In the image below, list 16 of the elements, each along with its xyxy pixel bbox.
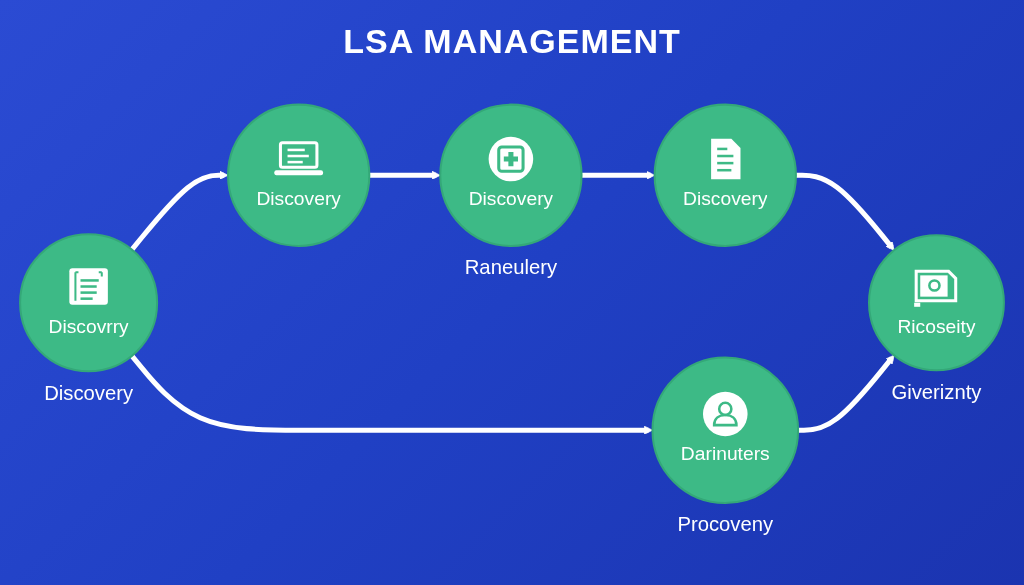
node-circle: Discovrry <box>19 233 159 373</box>
node-circle: Discovery <box>653 103 797 247</box>
node-circle: Ricoseity <box>868 234 1005 372</box>
node-circle: Darinuters <box>651 356 800 504</box>
arrow <box>798 354 895 433</box>
node-caption: Procoveny <box>677 513 774 536</box>
node-circle: Discovery <box>227 103 371 247</box>
arrow <box>369 170 441 180</box>
title: LSA MANAGEMENT <box>343 22 681 61</box>
node-circle: Discovery <box>439 103 583 247</box>
arrow <box>129 354 653 435</box>
arrow <box>129 170 229 252</box>
node-caption: Raneulery <box>464 256 558 279</box>
node-caption: Discovery <box>44 381 134 404</box>
arrow <box>795 172 895 251</box>
node-caption: Giveriznty <box>891 380 982 403</box>
